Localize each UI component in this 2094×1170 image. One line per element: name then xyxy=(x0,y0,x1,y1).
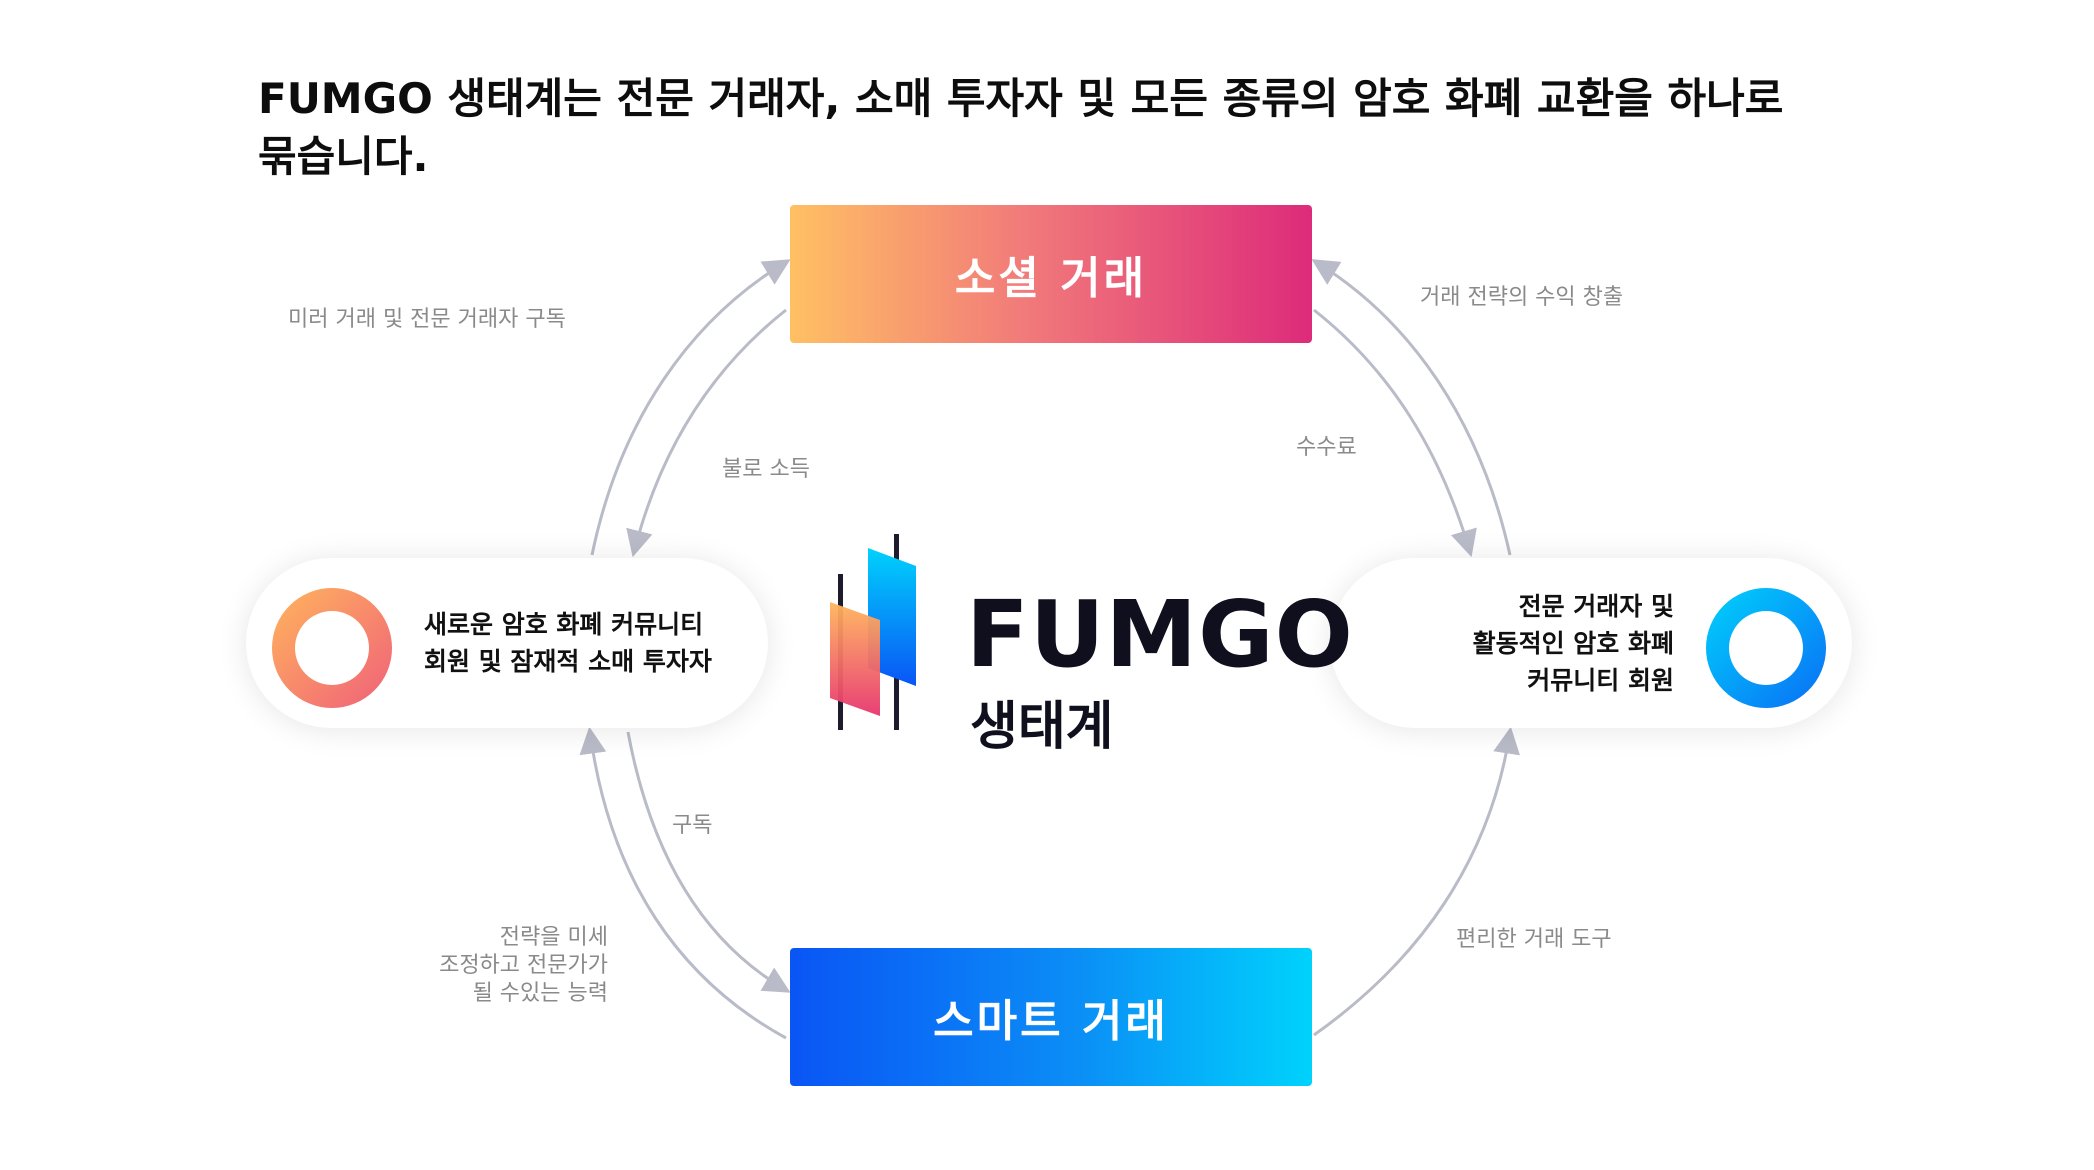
label-finetune: 전략을 미세 조정하고 전문가가 될 수있는 능력 xyxy=(439,925,608,1006)
arrow-right-to-social xyxy=(1311,259,1512,556)
label-passive-income: 불로 소득 xyxy=(722,457,810,482)
arrow-smart-to-right xyxy=(1313,726,1520,1037)
page-headline: FUMGO 생태계는 전문 거래자, 소매 투자자 및 모든 종류의 암호 화폐… xyxy=(258,74,1784,181)
brand-name: FUMGO xyxy=(966,581,1354,688)
label-mirror-trading: 미러 거래 및 전문 거래자 구독 xyxy=(288,307,566,332)
brand-subtitle: 생태계 xyxy=(970,697,1114,757)
arrow-social-to-left xyxy=(626,308,787,558)
arrow-smart-to-left xyxy=(579,726,787,1040)
label-strategy-monetization: 거래 전략의 수익 창출 xyxy=(1420,285,1624,310)
fumgo-logo-icon xyxy=(830,534,916,730)
orange-ring-icon xyxy=(272,588,392,708)
arrow-left-to-smart xyxy=(626,731,791,993)
retail-investors-card: 새로운 암호 화폐 커뮤니티 회원 및 잠재적 소매 투자자 xyxy=(246,558,768,728)
smart-trading-box: 스마트 거래 xyxy=(790,948,1312,1086)
label-fees: 수수료 xyxy=(1296,435,1357,460)
pro-traders-text: 전문 거래자 및 활동적인 암호 화폐 커뮤니티 회원 xyxy=(1472,592,1674,695)
retail-investors-text: 새로운 암호 화폐 커뮤니티 회원 및 잠재적 소매 투자자 xyxy=(424,610,712,676)
label-trading-tools: 편리한 거래 도구 xyxy=(1456,927,1612,952)
label-subscribe: 구독 xyxy=(672,813,713,838)
social-trading-box: 소셜 거래 xyxy=(790,205,1312,343)
arrow-left-to-social xyxy=(590,259,791,556)
blue-ring-icon xyxy=(1706,588,1826,708)
pro-traders-card: 전문 거래자 및 활동적인 암호 화폐 커뮤니티 회원 xyxy=(1330,558,1852,728)
arrow-social-to-right xyxy=(1313,308,1477,558)
